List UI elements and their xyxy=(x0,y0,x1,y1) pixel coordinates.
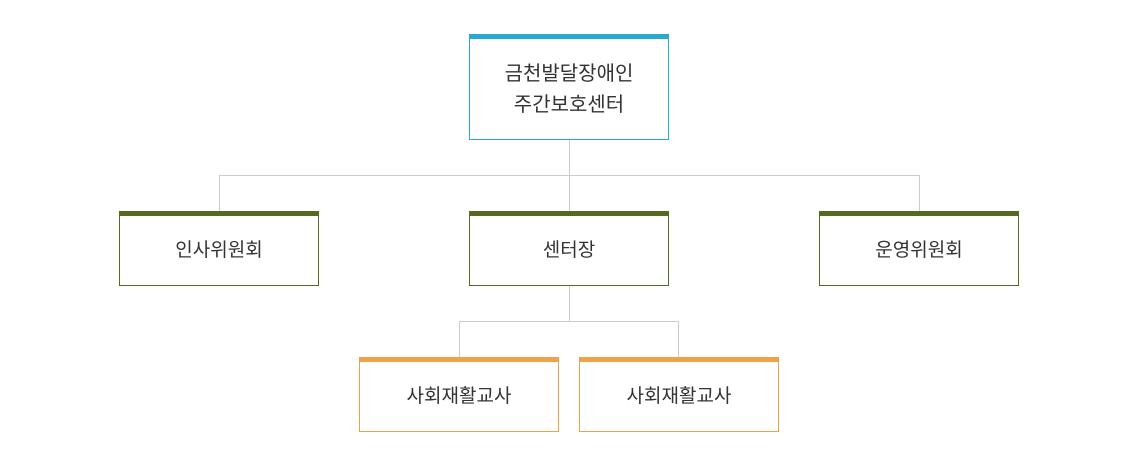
connector-to-teacher-2 xyxy=(678,321,679,357)
org-node-director: 센터장 xyxy=(469,211,669,286)
org-node-social-rehab-teacher-2: 사회재활교사 xyxy=(579,357,779,432)
org-node-social-rehab-teacher-1: 사회재활교사 xyxy=(359,357,559,432)
operations-committee-label: 운영위원회 xyxy=(875,239,963,261)
center-name-line1: 금천발달장애인 xyxy=(504,61,634,85)
connector-to-hr-committee xyxy=(219,175,220,211)
connector-to-director xyxy=(569,175,570,211)
center-name-line2: 주간보호센터 xyxy=(513,92,625,116)
connector-director-down xyxy=(569,286,570,321)
connector-to-teacher-1 xyxy=(459,321,460,357)
connector-to-operations-committee xyxy=(919,175,920,211)
org-node-hr-committee: 인사위원회 xyxy=(119,211,319,286)
org-node-operations-committee: 운영위원회 xyxy=(819,211,1019,286)
connector-root-down xyxy=(569,139,570,175)
connector-level3-horizontal xyxy=(459,321,679,322)
social-rehab-teacher-2-label: 사회재활교사 xyxy=(626,385,732,407)
social-rehab-teacher-1-label: 사회재활교사 xyxy=(406,385,512,407)
director-label: 센터장 xyxy=(542,239,596,261)
org-node-center: 금천발달장애인 주간보호센터 xyxy=(469,34,669,140)
hr-committee-label: 인사위원회 xyxy=(175,239,263,261)
